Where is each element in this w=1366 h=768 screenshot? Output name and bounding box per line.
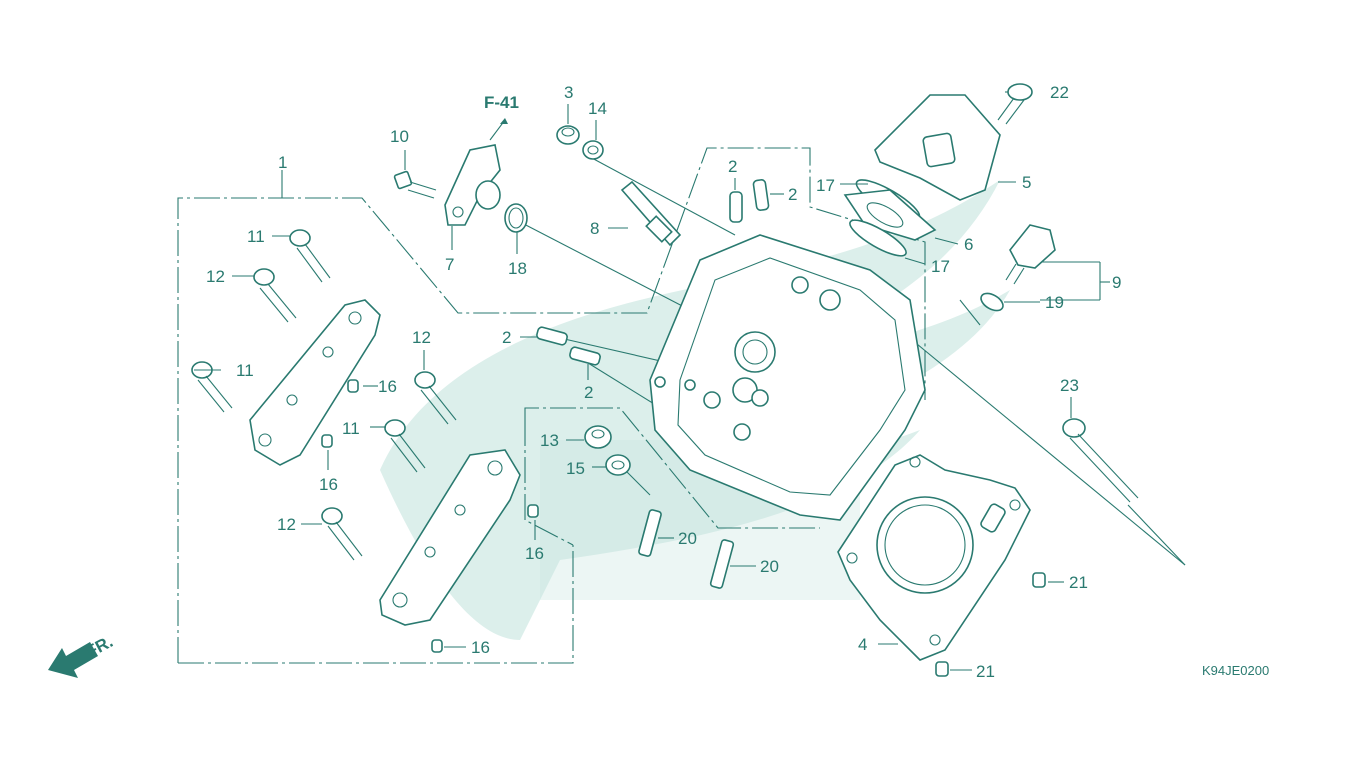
callout-10: 10: [390, 127, 409, 146]
callout-1: 1: [278, 153, 287, 172]
bolt-10: [393, 170, 437, 199]
callout-21: 21: [976, 662, 995, 681]
washer-15: [605, 454, 631, 476]
temp-sensor-9: [1005, 224, 1056, 285]
ref-f41[interactable]: F-41: [484, 93, 519, 141]
o-ring-18: [504, 203, 528, 233]
callout-14: 14: [588, 99, 607, 118]
callout-23: 23: [1060, 376, 1079, 395]
callout-2: 2: [788, 185, 797, 204]
bolt-23: [1062, 418, 1139, 503]
dowel-2-mid-b: [569, 346, 601, 366]
callout-4: 4: [858, 635, 867, 654]
callout-16: 16: [471, 638, 490, 657]
callout-13: 13: [540, 431, 559, 450]
dowel-2-top-a: [729, 191, 743, 223]
callout-5: 5: [1022, 173, 1031, 192]
gasket-6: [843, 189, 937, 241]
o-ring-19: [980, 292, 1004, 312]
callout-16: 16: [525, 544, 544, 563]
callout-11: 11: [236, 361, 254, 380]
callout-15: 15: [566, 459, 585, 478]
nut-13: [584, 425, 612, 449]
callout-labels: 1 2 2 2 2 3 4 5 6 7 8 9 10 11 11 11 12 1…: [206, 83, 1121, 681]
bolt-12-lower: [321, 507, 363, 561]
callout-2: 2: [728, 157, 737, 176]
bolt-12-upper: [253, 268, 297, 323]
dowel-2-top-b: [752, 179, 770, 211]
insulator-5: [874, 94, 1001, 201]
callout-2: 2: [502, 328, 511, 347]
plug-3: [556, 125, 580, 145]
callout-9: 9: [1112, 273, 1121, 292]
camshaft-holder-right: [379, 449, 521, 626]
arrow-front-icon: [48, 642, 98, 678]
o-ring-17-lower: [849, 219, 907, 257]
callout-12: 12: [277, 515, 296, 534]
label-ticks: [194, 104, 1072, 671]
callout-16: 16: [378, 377, 397, 396]
callout-2: 2: [584, 383, 593, 402]
callout-11: 11: [247, 227, 265, 246]
bolt-11-mid: [384, 419, 426, 473]
dowel-21-a: [1032, 572, 1046, 588]
cylinder-head-gasket-4: [837, 454, 1031, 661]
callout-17: 17: [931, 257, 950, 276]
dowel-21-b: [935, 661, 949, 677]
callout-11: 11: [342, 419, 360, 438]
callout-22: 22: [1050, 83, 1069, 102]
callout-3: 3: [564, 83, 573, 102]
spark-plug-8: [620, 180, 682, 247]
dowel-pins-16: [321, 379, 539, 653]
stud-20-b: [709, 539, 735, 589]
dowel-2-mid-a: [536, 326, 568, 346]
ref-f41-label: F-41: [484, 93, 519, 112]
callout-20: 20: [678, 529, 697, 548]
callout-16: 16: [319, 475, 338, 494]
figure-code: K94JE0200: [1202, 663, 1269, 678]
callout-20: 20: [760, 557, 779, 576]
cylinder-head: [649, 234, 926, 521]
callout-12: 12: [412, 328, 431, 347]
bolt-22: [997, 83, 1033, 125]
callout-18: 18: [508, 259, 527, 278]
callout-7: 7: [445, 255, 454, 274]
stud-20-a: [638, 509, 662, 557]
callout-6: 6: [964, 235, 973, 254]
callout-19: 19: [1045, 293, 1064, 312]
callout-8: 8: [590, 219, 599, 238]
cam-sensor-7: [444, 144, 501, 226]
camshaft-holder-left: [249, 299, 381, 466]
callout-21: 21: [1069, 573, 1088, 592]
bolt-12-mid: [414, 371, 457, 425]
washer-14: [582, 140, 604, 160]
callout-12: 12: [206, 267, 225, 286]
bolt-11-upper: [289, 229, 331, 283]
callout-17: 17: [816, 176, 835, 195]
